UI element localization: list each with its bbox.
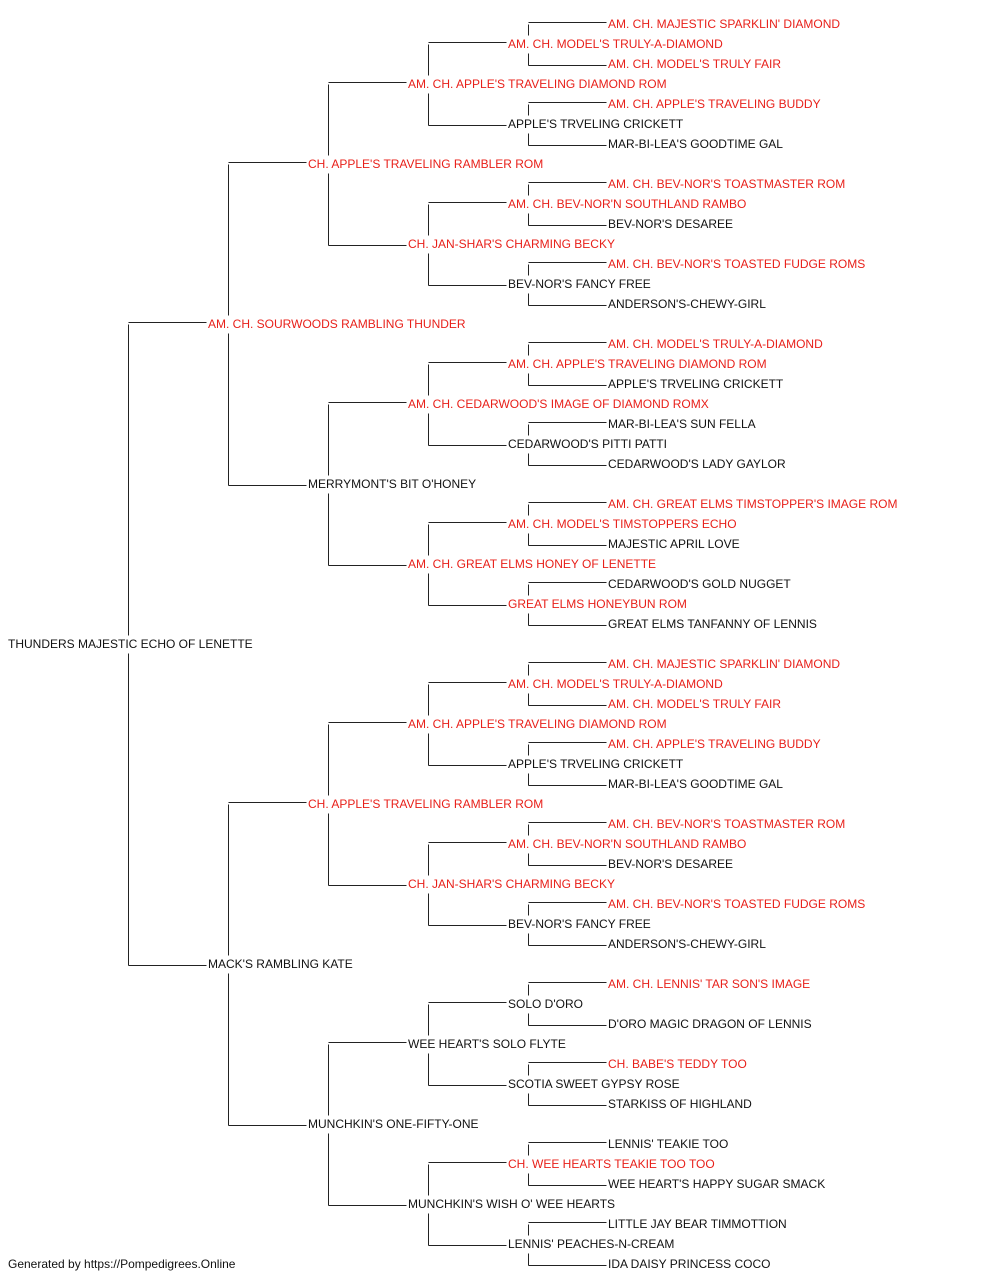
ancestor-name: AM. CH. BEV-NOR'N SOUTHLAND RAMBO — [508, 837, 747, 851]
ancestor-name: LENNIS' PEACHES-N-CREAM — [508, 1237, 675, 1251]
ancestor-name: CH. APPLE'S TRAVELING RAMBLER ROM — [308, 797, 544, 811]
ancestor-name: AM. CH. SOURWOODS RAMBLING THUNDER — [208, 317, 466, 331]
ancestor-name: AM. CH. MODEL'S TIMSTOPPERS ECHO — [508, 517, 737, 531]
ancestor-name: SOLO D'ORO — [508, 997, 583, 1011]
ancestor-name: IDA DAISY PRINCESS COCO — [608, 1257, 771, 1271]
ancestor-name: AM. CH. MODEL'S TRULY-A-DIAMOND — [508, 37, 723, 51]
ancestor-name: AM. CH. APPLE'S TRAVELING DIAMOND ROM — [408, 717, 667, 731]
ancestor-name: AM. CH. BEV-NOR'N SOUTHLAND RAMBO — [508, 197, 747, 211]
ancestor-name: BEV-NOR'S DESAREE — [608, 857, 733, 871]
ancestor-name: WEE HEART'S SOLO FLYTE — [408, 1037, 566, 1051]
ancestor-name: BEV-NOR'S DESAREE — [608, 217, 733, 231]
ancestor-name: MAR-BI-LEA'S GOODTIME GAL — [608, 137, 783, 151]
ancestor-name: MAR-BI-LEA'S SUN FELLA — [608, 417, 756, 431]
ancestor-name: AM. CH. GREAT ELMS HONEY OF LENETTE — [408, 557, 657, 571]
ancestor-name: AM. CH. MAJESTIC SPARKLIN' DIAMOND — [608, 657, 841, 671]
ancestor-name: BEV-NOR'S FANCY FREE — [508, 917, 651, 931]
ancestor-name: APPLE'S TRVELING CRICKETT — [508, 757, 684, 771]
ancestor-name: AM. CH. MAJESTIC SPARKLIN' DIAMOND — [608, 17, 841, 31]
ancestor-name: ANDERSON'S-CHEWY-GIRL — [608, 937, 766, 951]
ancestor-name: APPLE'S TRVELING CRICKETT — [608, 377, 784, 391]
ancestor-name: MUNCHKIN'S WISH O' WEE HEARTS — [408, 1197, 616, 1211]
ancestor-name: GREAT ELMS TANFANNY OF LENNIS — [608, 617, 817, 631]
ancestor-name: AM. CH. APPLE'S TRAVELING BUDDY — [608, 737, 821, 751]
ancestor-name: CEDARWOOD'S LADY GAYLOR — [608, 457, 786, 471]
ancestor-name: ANDERSON'S-CHEWY-GIRL — [608, 297, 766, 311]
ancestor-name: CH. WEE HEARTS TEAKIE TOO TOO — [508, 1157, 715, 1171]
ancestor-name: WEE HEART'S HAPPY SUGAR SMACK — [608, 1177, 826, 1191]
ancestor-name: APPLE'S TRVELING CRICKETT — [508, 117, 684, 131]
ancestor-name: CEDARWOOD'S GOLD NUGGET — [608, 577, 791, 591]
ancestor-name: AM. CH. MODEL'S TRULY-A-DIAMOND — [608, 337, 823, 351]
ancestor-name: MACK'S RAMBLING KATE — [208, 957, 353, 971]
ancestor-name: AM. CH. CEDARWOOD'S IMAGE OF DIAMOND ROM… — [408, 397, 709, 411]
ancestor-name: AM. CH. BEV-NOR'S TOASTED FUDGE ROMS — [608, 257, 866, 271]
ancestor-name: AM. CH. APPLE'S TRAVELING DIAMOND ROM — [408, 77, 667, 91]
ancestor-name: STARKISS OF HIGHLAND — [608, 1097, 752, 1111]
ancestor-name: MUNCHKIN'S ONE-FIFTY-ONE — [308, 1117, 479, 1131]
ancestor-name: CH. JAN-SHAR'S CHARMING BECKY — [408, 237, 615, 251]
subject-dog-name: THUNDERS MAJESTIC ECHO OF LENETTE — [8, 637, 253, 651]
ancestor-name: AM. CH. APPLE'S TRAVELING DIAMOND ROM — [508, 357, 767, 371]
ancestor-name: CH. BABE'S TEDDY TOO — [608, 1057, 747, 1071]
ancestor-name: CEDARWOOD'S PITTI PATTI — [508, 437, 667, 451]
ancestor-name: CH. JAN-SHAR'S CHARMING BECKY — [408, 877, 615, 891]
ancestor-name: MAJESTIC APRIL LOVE — [608, 537, 740, 551]
ancestor-name: LENNIS' TEAKIE TOO — [608, 1137, 729, 1151]
ancestor-name: SCOTIA SWEET GYPSY ROSE — [508, 1077, 680, 1091]
ancestor-name: MAR-BI-LEA'S GOODTIME GAL — [608, 777, 783, 791]
ancestor-name: AM. CH. BEV-NOR'S TOASTMASTER ROM — [608, 177, 846, 191]
ancestor-name: AM. CH. BEV-NOR'S TOASTMASTER ROM — [608, 817, 846, 831]
generated-by-footer: Generated by https://Pompedigrees.Online — [8, 1257, 236, 1271]
ancestor-name: D'ORO MAGIC DRAGON OF LENNIS — [608, 1017, 812, 1031]
ancestor-name: GREAT ELMS HONEYBUN ROM — [508, 597, 687, 611]
ancestor-name: AM. CH. MODEL'S TRULY FAIR — [608, 57, 781, 71]
ancestor-name: LITTLE JAY BEAR TIMMOTTION — [608, 1217, 787, 1231]
ancestor-name: AM. CH. APPLE'S TRAVELING BUDDY — [608, 97, 821, 111]
ancestor-name: AM. CH. MODEL'S TRULY-A-DIAMOND — [508, 677, 723, 691]
ancestor-name: AM. CH. GREAT ELMS TIMSTOPPER'S IMAGE RO… — [608, 497, 898, 511]
ancestor-name: AM. CH. MODEL'S TRULY FAIR — [608, 697, 781, 711]
ancestor-name: CH. APPLE'S TRAVELING RAMBLER ROM — [308, 157, 544, 171]
ancestor-name: AM. CH. BEV-NOR'S TOASTED FUDGE ROMS — [608, 897, 866, 911]
ancestor-name: MERRYMONT'S BIT O'HONEY — [308, 477, 477, 491]
ancestor-name: AM. CH. LENNIS' TAR SON'S IMAGE — [608, 977, 811, 991]
ancestor-name: BEV-NOR'S FANCY FREE — [508, 277, 651, 291]
